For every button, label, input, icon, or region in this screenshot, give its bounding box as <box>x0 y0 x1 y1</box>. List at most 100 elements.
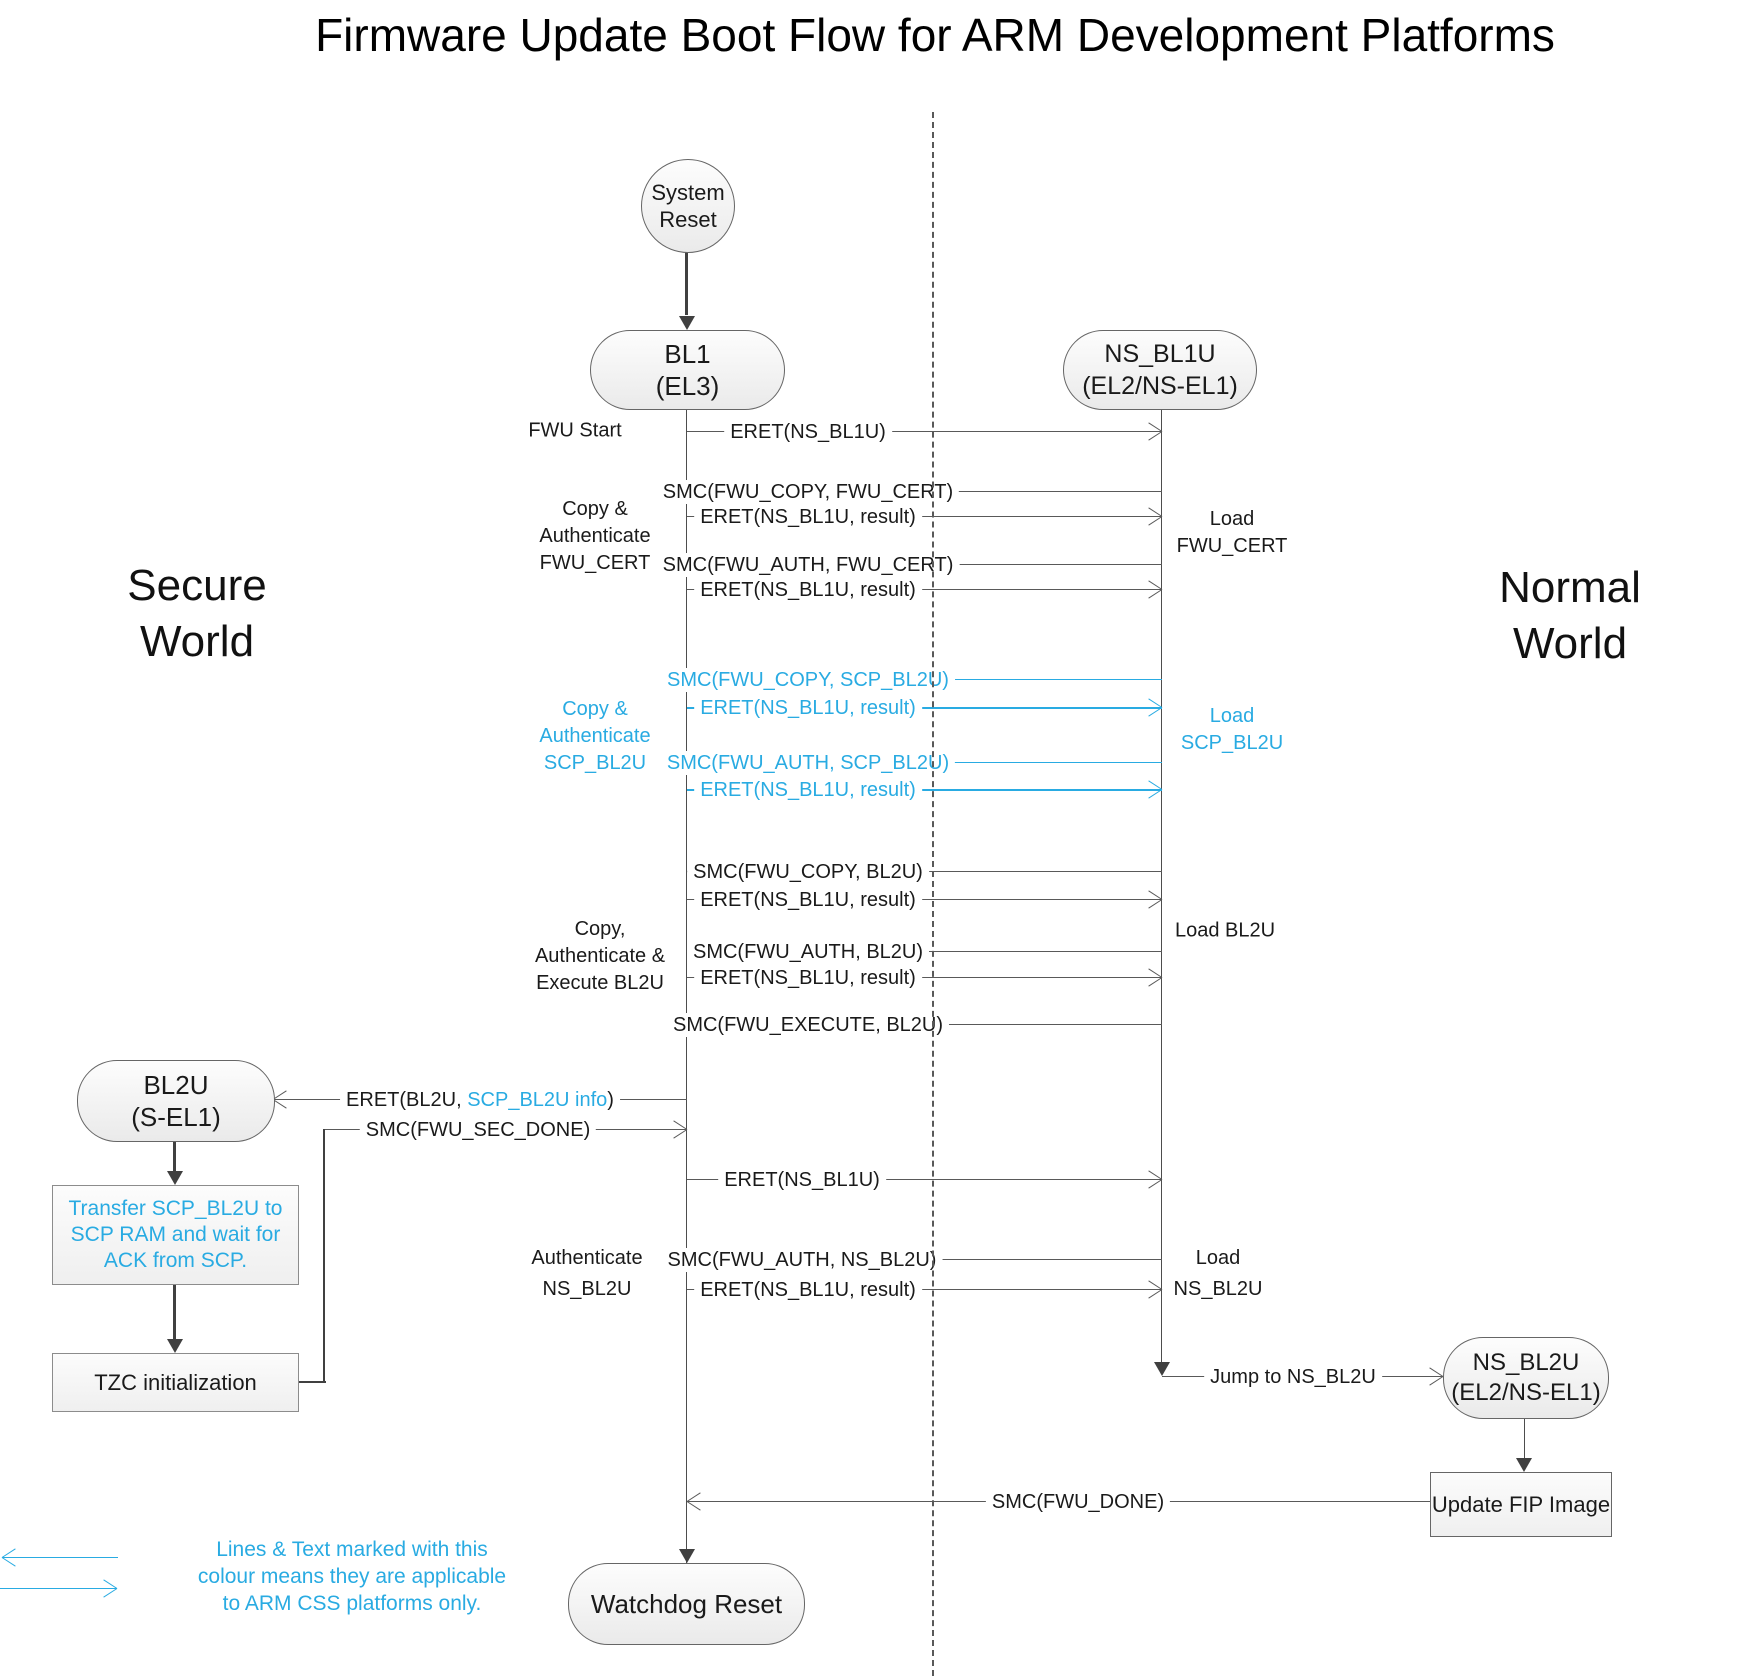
authenticate-ns-bl2u-line2: NS_BL2U <box>542 1278 632 1300</box>
message-label-14-post: ) <box>607 1089 614 1111</box>
copy-auth-fwu-cert-label: Copy & Authenticate FWU_CERT <box>539 496 650 577</box>
normal-world-line1: Normal <box>1499 563 1641 612</box>
secure-world-line1: Secure <box>127 561 267 610</box>
arrowhead-down-icon <box>1516 1458 1532 1472</box>
message-label-16: ERET(NS_BL1U) <box>718 1168 886 1192</box>
legend-line2: colour means they are applicable <box>197 1565 507 1588</box>
bl2u-line2: (S-EL1) <box>131 1102 221 1132</box>
tzc-initialization-label: TZC initialization <box>94 1369 257 1395</box>
message-label-17: SMC(FWU_AUTH, NS_BL2U) <box>661 1248 943 1272</box>
ns-bl2u-line2: (EL2/NS-EL1) <box>1451 1379 1601 1406</box>
ns-bl1u-lifeline <box>1161 408 1162 1362</box>
bl2u-line1: BL2U <box>143 1070 209 1100</box>
load-fwu-cert-line2: FWU_CERT <box>1176 535 1288 557</box>
tzc-initialization-box: TZC initialization <box>52 1353 299 1412</box>
bl2u-to-transfer-arrow-line <box>173 1140 176 1172</box>
load-scp-bl2u-line1: Load <box>1209 705 1255 727</box>
message-line-8 <box>687 789 1162 791</box>
tzc-connector-vertical-line <box>323 1129 325 1383</box>
message-label-0: ERET(NS_BL1U) <box>724 420 892 444</box>
message-line-10 <box>687 899 1162 900</box>
message-label-2: ERET(NS_BL1U, result) <box>694 505 922 529</box>
ns-bl2u-to-fip-arrow-line <box>1524 1417 1525 1459</box>
message-label-15: SMC(FWU_SEC_DONE) <box>359 1118 597 1142</box>
watchdog-reset-label: Watchdog Reset <box>590 1589 783 1619</box>
message-line-0 <box>687 431 1162 432</box>
update-fip-image-label: Update FIP Image <box>1431 1491 1611 1517</box>
ns-bl2u-line1: NS_BL2U <box>1472 1349 1580 1376</box>
message-line-4 <box>687 589 1162 590</box>
copy-auth-exec-bl2u-label: Copy, Authenticate & Execute BL2U <box>535 916 665 997</box>
secure-world-line2: World <box>139 617 255 666</box>
copy-auth-exec-bl2u-line2: Authenticate & <box>534 945 666 967</box>
world-divider-dashed-line <box>932 112 934 1676</box>
authenticate-ns-bl2u-line1: Authenticate <box>531 1247 643 1269</box>
load-ns-bl2u-label: Load NS_BL2U <box>1174 1243 1263 1305</box>
system-reset-node: System Reset <box>641 159 735 253</box>
ns-bl1u-node: NS_BL1U (EL2/NS-EL1) <box>1063 330 1257 410</box>
message-label-12: ERET(NS_BL1U, result) <box>694 966 922 990</box>
ns-bl2u-node: NS_BL2U (EL2/NS-EL1) <box>1443 1337 1609 1419</box>
legend-line1: Lines & Text marked with this <box>216 1538 488 1561</box>
copy-auth-exec-bl2u-line3: Execute BL2U <box>536 972 664 994</box>
ns-bl1u-line2: (EL2/NS-EL1) <box>1082 372 1238 400</box>
transfer-line1: Transfer SCP_BL2U to <box>68 1197 283 1220</box>
message-line-18 <box>687 1289 1162 1290</box>
copy-auth-fwu-cert-line3: FWU_CERT <box>539 552 651 574</box>
message-label-14-pre: ERET(BL2U, <box>346 1089 468 1111</box>
normal-world-label: Normal World <box>1499 560 1641 672</box>
message-line-2 <box>687 516 1162 517</box>
message-label-4: ERET(NS_BL1U, result) <box>694 578 922 602</box>
authenticate-ns-bl2u-label: Authenticate NS_BL2U <box>531 1243 642 1305</box>
load-ns-bl2u-line1: Load <box>1195 1247 1241 1269</box>
load-fwu-cert-line1: Load <box>1209 508 1255 530</box>
copy-auth-fwu-cert-line2: Authenticate <box>539 525 651 547</box>
transfer-scp-bl2u-text: Transfer SCP_BL2U to SCP RAM and wait fo… <box>69 1196 283 1274</box>
legend-text: Lines & Text marked with this colour mea… <box>198 1536 506 1617</box>
bl2u-node: BL2U (S-EL1) <box>77 1060 275 1142</box>
arrowhead-down-icon <box>167 1339 183 1353</box>
system-reset-line2: Reset <box>659 207 717 232</box>
bl1-lifeline <box>686 408 687 1563</box>
transfer-scp-bl2u-box: Transfer SCP_BL2U to SCP RAM and wait fo… <box>52 1185 299 1285</box>
ns-bl1u-line1: NS_BL1U <box>1104 340 1216 368</box>
watchdog-reset-node: Watchdog Reset <box>568 1563 805 1645</box>
load-bl2u-label: Load BL2U <box>1174 919 1276 942</box>
legend-line3: to ARM CSS platforms only. <box>222 1592 482 1615</box>
message-label-20: SMC(FWU_DONE) <box>985 1490 1171 1514</box>
copy-auth-fwu-cert-line1: Copy & <box>562 498 628 520</box>
transfer-line3: ACK from SCP. <box>103 1249 248 1272</box>
message-label-5: SMC(FWU_COPY, SCP_BL2U) <box>661 668 955 692</box>
message-label-14: ERET(BL2U, SCP_BL2U info) <box>340 1088 620 1112</box>
load-ns-bl2u-line2: NS_BL2U <box>1173 1278 1263 1300</box>
copy-auth-exec-bl2u-line1: Copy, <box>574 918 626 940</box>
arrowhead-down-icon <box>679 316 695 330</box>
load-scp-bl2u-label: Load SCP_BL2U <box>1181 703 1283 757</box>
message-label-3: SMC(FWU_AUTH, FWU_CERT) <box>656 553 960 577</box>
load-fwu-cert-label: Load FWU_CERT <box>1177 506 1288 560</box>
transfer-to-tzc-arrow-line <box>173 1283 176 1340</box>
page-title: Firmware Update Boot Flow for ARM Develo… <box>315 9 1555 61</box>
message-label-18: ERET(NS_BL1U, result) <box>694 1278 922 1302</box>
update-fip-image-box: Update FIP Image <box>1430 1472 1612 1537</box>
message-label-13: SMC(FWU_EXECUTE, BL2U) <box>666 1013 950 1037</box>
copy-auth-scp-bl2u-label: Copy & Authenticate SCP_BL2U <box>539 696 650 777</box>
fwu-start-label: FWU Start <box>528 419 622 442</box>
secure-world-label: Secure World <box>127 558 266 670</box>
arrowhead-down-icon <box>679 1549 695 1563</box>
copy-auth-scp-bl2u-line3: SCP_BL2U <box>543 752 647 774</box>
message-line-16 <box>687 1179 1162 1180</box>
arrowhead-down-icon <box>167 1171 183 1185</box>
bl1-node: BL1 (EL3) <box>590 330 785 410</box>
message-label-9: SMC(FWU_COPY, BL2U) <box>687 860 929 884</box>
normal-world-line2: World <box>1512 619 1628 668</box>
system-reset-line1: System <box>651 180 725 205</box>
message-label-1: SMC(FWU_COPY, FWU_CERT) <box>656 480 960 504</box>
message-label-6: ERET(NS_BL1U, result) <box>694 696 922 720</box>
message-label-8: ERET(NS_BL1U, result) <box>694 778 922 802</box>
copy-auth-scp-bl2u-line1: Copy & <box>562 698 628 720</box>
transfer-line2: SCP RAM and wait for <box>70 1223 281 1246</box>
message-label-11: SMC(FWU_AUTH, BL2U) <box>686 940 930 964</box>
bl1-line2: (EL3) <box>655 371 720 401</box>
